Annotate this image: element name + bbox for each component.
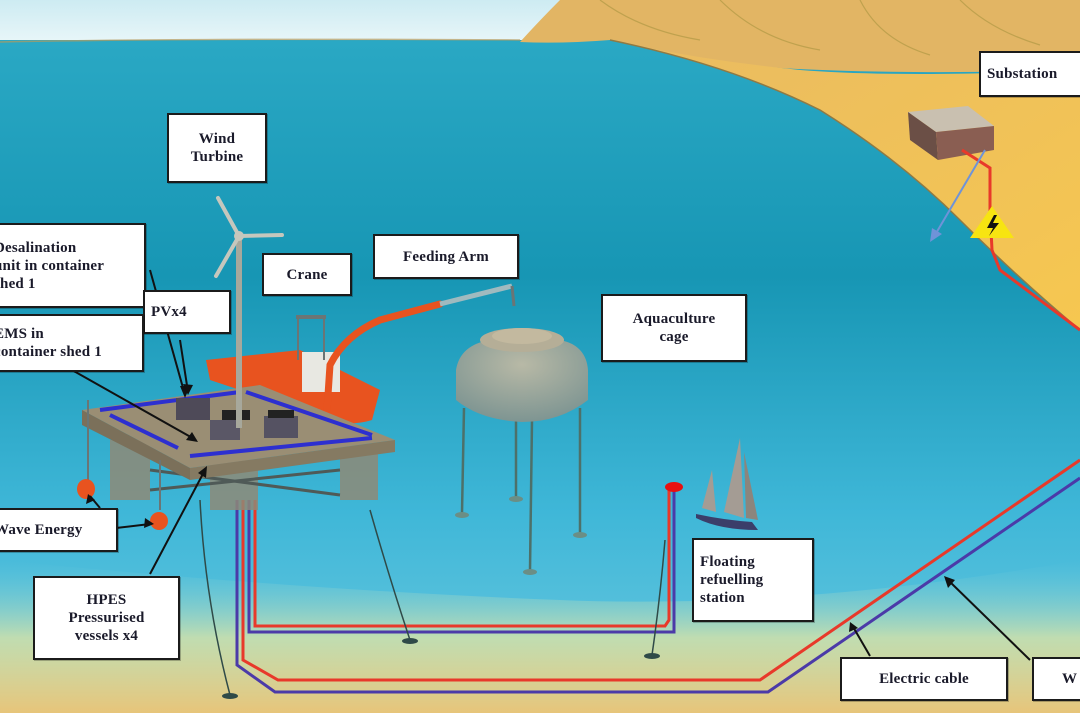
feeding-arm: [322, 283, 516, 429]
wind-turbine: [214, 196, 284, 428]
label-substation: Substation: [979, 51, 1080, 97]
supply-vessel: [206, 315, 380, 424]
arrow-heads: [86, 384, 955, 632]
label-wave-energy: Wave Energy: [0, 508, 118, 552]
label-hpes: HPES Pressurised vessels x4: [33, 576, 180, 660]
label-pv: PVx4: [143, 290, 231, 334]
sailboat: [696, 438, 758, 530]
mooring-anchors: [222, 638, 660, 699]
label-crane: Crane: [262, 253, 352, 296]
electric-cable-main: [241, 458, 1080, 682]
horizon-line: [0, 38, 521, 43]
substation-arrow-head: [930, 228, 942, 242]
substation-arrow: [934, 149, 986, 236]
wave-energy-buoys: [77, 400, 168, 530]
label-feeding-arm: Feeding Arm: [373, 234, 519, 279]
aquaculture-cage: [455, 328, 588, 575]
bottom-margin: [0, 713, 1080, 720]
label-desalination-unit: Desalination unit in container shed 1: [0, 223, 146, 308]
water-pipe-main: [235, 476, 1080, 694]
high-voltage-warning-icon: [970, 206, 1014, 238]
substation-building: [908, 106, 994, 160]
shoreline: [609, 39, 1080, 331]
cable-routes: [235, 458, 1080, 694]
mooring-lines: [199, 499, 666, 696]
coastal-cliff: [520, 0, 1080, 73]
label-ems: EMS in container shed 1: [0, 314, 144, 372]
water-pipe-refuel: [247, 488, 676, 634]
refuelling-buoy: [665, 482, 683, 492]
label-water-pipe: W: [1032, 657, 1080, 701]
label-wind-turbine: Wind Turbine: [167, 113, 267, 183]
cliff-vegetation: [599, 0, 1041, 56]
label-aquaculture-cage: Aquaculture cage: [601, 294, 747, 362]
label-electric-cable: Electric cable: [840, 657, 1008, 701]
label-floating-refuelling-station: Floating refuelling station: [692, 538, 814, 622]
electric-cable-refuel: [253, 488, 671, 628]
